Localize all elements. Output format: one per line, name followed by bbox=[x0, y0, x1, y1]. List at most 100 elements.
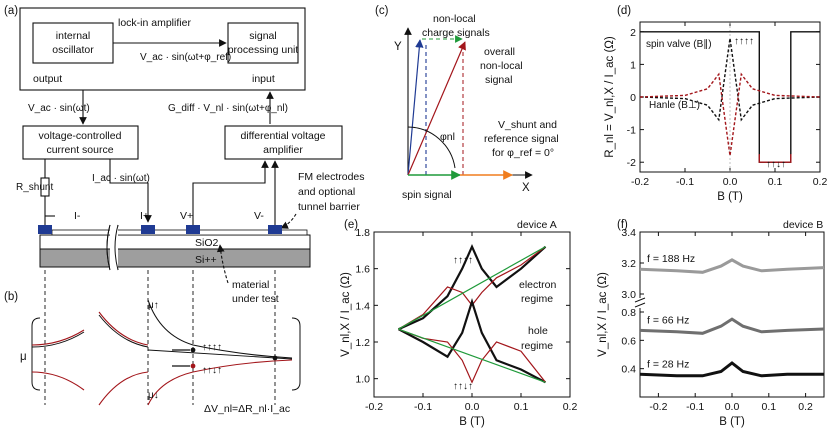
chart-f-ytick-upper-label: 3.2 bbox=[621, 258, 636, 270]
chart-d-antiparallel-arrows: ↑↑↓↑ bbox=[766, 159, 786, 170]
chart-f-series-label-0: f = 188 Hz bbox=[647, 253, 695, 265]
iac-formula: I_ac · sin(ωt) bbox=[92, 173, 150, 184]
input-label: input bbox=[252, 73, 275, 85]
chart-f-ytick-lower-label: 0.8 bbox=[621, 307, 636, 319]
chart-e-ytick-label: 1.2 bbox=[355, 337, 370, 349]
chart-f-series-label-2: f = 28 Hz bbox=[647, 358, 689, 370]
chart-e-ytick-label: 1.0 bbox=[355, 374, 370, 386]
gdiff-formula: G_diff · V_nl · sin(ωt+φ_nl) bbox=[168, 103, 288, 114]
panel-c-label: (c) bbox=[375, 5, 389, 17]
chart-e-antiparallel-arrows: ↑↑↓↑ bbox=[453, 381, 473, 392]
dva-line1: differential voltage bbox=[240, 130, 325, 142]
chart-e-parallel-arrows: ↑↑↑↑ bbox=[453, 255, 473, 266]
chart-f-xtick-label: -0.1 bbox=[686, 401, 704, 413]
chart-d-series-2 bbox=[639, 38, 821, 122]
overall-line3: signal bbox=[485, 74, 512, 86]
chart-e-annotation-hole: hole bbox=[528, 325, 548, 337]
chart-f-ylabel: V_nl,X / I_ac (Ω) bbox=[597, 272, 609, 357]
chart-f-series-0 bbox=[639, 258, 825, 274]
chart-e-series-5 bbox=[398, 246, 546, 330]
overall-line2: non-local bbox=[480, 60, 523, 72]
phi-arc bbox=[407, 126, 456, 169]
electrode-i-plus: I+ bbox=[140, 210, 149, 222]
chart-d-ytick-label: 0 bbox=[630, 92, 636, 104]
chart-e-series-2 bbox=[397, 298, 547, 384]
mu-curve-black-left bbox=[31, 314, 149, 348]
chart-e-ytick-label: 1.8 bbox=[355, 227, 370, 239]
chart-f-xtick-label: 0.2 bbox=[798, 401, 813, 413]
chart-d-xlabel: B (T) bbox=[717, 191, 743, 203]
ref-formula: V_ac · sin(ωt+φ_ref) bbox=[140, 52, 231, 63]
signal-unit-box bbox=[227, 22, 299, 64]
electrode-2 bbox=[141, 225, 155, 234]
fm-note-arrow bbox=[280, 213, 297, 229]
si-label: Si++ bbox=[195, 254, 217, 266]
chart-e-xlabel: B (T) bbox=[459, 416, 485, 428]
panel-c: (c) Y X non-local charge signals overall… bbox=[375, 5, 559, 201]
chart-d-ytick-label: 2 bbox=[630, 27, 636, 39]
chart-e-ytick-label: 1.4 bbox=[355, 300, 370, 312]
mu-up-label: μ↑ bbox=[148, 300, 159, 311]
chart-e-xtick-label: -0.2 bbox=[365, 401, 383, 413]
charge-line1: non-local bbox=[433, 13, 476, 25]
oscillator-line2: oscillator bbox=[52, 44, 94, 56]
panel-a: (a) lock-in amplifier internal oscillato… bbox=[4, 5, 365, 405]
chart-f-series-1 bbox=[639, 317, 825, 335]
chart-d-xtick-label: 0.0 bbox=[723, 176, 738, 188]
vac-formula: V_ac · sin(ωt) bbox=[28, 103, 90, 114]
chart-f-xtick-label: -0.2 bbox=[649, 401, 667, 413]
panel-b-label: (b) bbox=[4, 291, 18, 303]
y-axis-label: Y bbox=[394, 41, 402, 53]
chart-d-series-1 bbox=[758, 154, 792, 163]
dva-box bbox=[224, 125, 343, 160]
chart-d-annotation-spin-valve: spin valve (B∥) bbox=[646, 39, 712, 50]
chart-d-label: (d) bbox=[617, 5, 631, 17]
chart-d-xtick-label: -0.2 bbox=[631, 176, 649, 188]
chart-e-xtick-label: 0.1 bbox=[514, 401, 529, 413]
vshunt-line1: V_shunt and bbox=[498, 119, 557, 131]
overall-line1: overall bbox=[484, 46, 515, 58]
signal-unit-line1: signal bbox=[249, 30, 276, 42]
chart-f-xlabel: B (T) bbox=[719, 416, 745, 428]
overall-vector bbox=[407, 41, 466, 176]
chart-f-device: device B bbox=[783, 219, 823, 231]
x-axis-label: X bbox=[522, 182, 530, 194]
panel-a-label: (a) bbox=[4, 5, 18, 17]
mu-curve-red-left bbox=[31, 311, 149, 346]
vplus-wire bbox=[192, 160, 269, 226]
current-wire bbox=[109, 159, 152, 223]
lockin-label: lock-in amplifier bbox=[118, 17, 191, 29]
chart-d-ytick-label: -2 bbox=[627, 157, 636, 169]
node-c bbox=[272, 355, 278, 361]
chart-f-ytick-upper-label: 3.0 bbox=[621, 289, 636, 301]
chart-d-xtick-label: 0.1 bbox=[768, 176, 783, 188]
chart-d-parallel-arrows: ↑↑↑↑ bbox=[734, 36, 754, 47]
electrode-4 bbox=[268, 225, 282, 234]
chart-f-series-label-1: f = 66 Hz bbox=[647, 314, 689, 326]
chart-e-ytick-label: 1.6 bbox=[355, 264, 370, 276]
chart-e-series-4 bbox=[398, 328, 546, 383]
chart-d-ylabel: R_nl = V_nl,X / I_ac (Ω) bbox=[604, 36, 616, 158]
chart-d-annotation-hanle: Hanle (B⊥) bbox=[649, 100, 700, 111]
chart-f-series-2 bbox=[639, 361, 824, 378]
vcs-line2: current source bbox=[46, 144, 113, 156]
node-b bbox=[190, 363, 196, 369]
sio2-label: SiO2 bbox=[195, 237, 219, 249]
chart-f-break-gap bbox=[636, 298, 644, 308]
delta-formula: ΔV_nl=ΔR_nl·I_ac bbox=[204, 403, 290, 415]
chart-e-label: (e) bbox=[344, 219, 358, 231]
chart-d-xtick-label: 0.2 bbox=[813, 176, 828, 188]
chart-e-xtick-label: 0.2 bbox=[563, 401, 578, 413]
output-label: output bbox=[33, 73, 62, 85]
sio2-layer bbox=[39, 234, 311, 250]
vshunt-line2: reference signal bbox=[484, 133, 559, 145]
fm-note-line2: and optional bbox=[298, 186, 355, 198]
panel-b: (b) μ μ↑ μ↓ ↑↑↑↑ ↑↑↓↑ ΔV_nl=ΔR_nl·I_ac bbox=[4, 291, 301, 415]
mu-up-curve bbox=[147, 299, 293, 359]
vcs-line1: voltage-controlled bbox=[39, 130, 122, 142]
spin-label: spin signal bbox=[402, 189, 452, 201]
chart-d-ytick-label: 1 bbox=[630, 59, 636, 71]
